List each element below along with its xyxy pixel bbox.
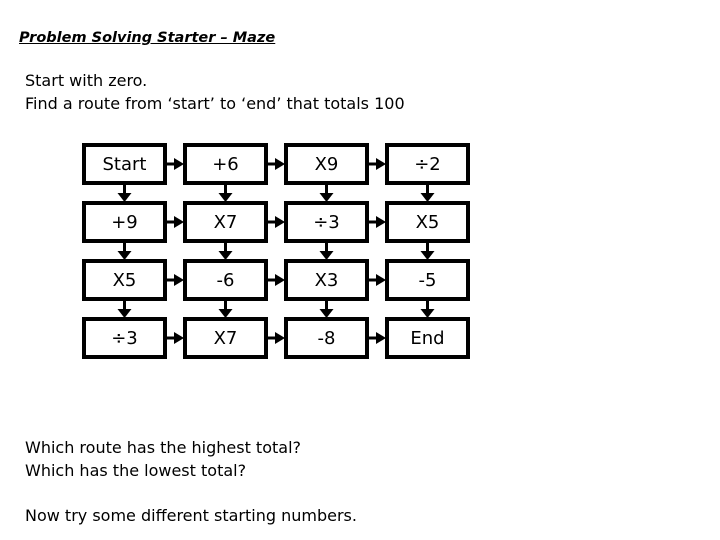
maze-cell-r2-c2: X7 [183,201,268,243]
arrow-right-head [275,216,285,228]
maze-cell-r1-c4: ÷2 [385,143,470,185]
maze-cell-r2-c3: ÷3 [284,201,369,243]
arrow-right-head [376,332,386,344]
arrow-down-head [117,251,132,260]
arrow-down-head [117,193,132,202]
instruction-line-2: Find a route from ‘start’ to ‘end’ that … [25,94,405,113]
arrow-right-head [174,158,184,170]
arrow-down-head [420,251,435,260]
arrow-down-head [420,309,435,318]
arrow-right-head [376,216,386,228]
arrow-right-head [275,158,285,170]
arrow-right-head [275,332,285,344]
arrow-down-head [420,193,435,202]
arrow-right-head [174,274,184,286]
questions: Which route has the highest total? Which… [25,436,301,482]
arrow-right-head [376,158,386,170]
maze-cell-r3-c1: X5 [82,259,167,301]
maze-cell-r4-c3: -8 [284,317,369,359]
instruction-line-1: Start with zero. [25,71,148,90]
maze-cell-r3-c4: -5 [385,259,470,301]
page-title: Problem Solving Starter – Maze [19,30,276,46]
maze-cell-r4-c1: ÷3 [82,317,167,359]
arrow-down-head [218,251,233,260]
maze-cell-r1-c3: X9 [284,143,369,185]
maze-cell-r2-c1: +9 [82,201,167,243]
maze-cell-r3-c2: -6 [183,259,268,301]
instructions: Start with zero. Find a route from ‘star… [25,69,405,115]
arrow-right-head [174,216,184,228]
question-highest: Which route has the highest total? [25,438,301,457]
arrow-down-head [319,309,334,318]
maze-cell-r2-c4: X5 [385,201,470,243]
maze-cell-r4-c4: End [385,317,470,359]
maze-cell-r4-c2: X7 [183,317,268,359]
arrow-right-head [376,274,386,286]
arrow-down-head [218,193,233,202]
question-lowest: Which has the lowest total? [25,461,247,480]
arrow-right-head [174,332,184,344]
arrow-down-head [117,309,132,318]
arrow-right-head [275,274,285,286]
arrow-down-head [319,193,334,202]
maze-cell-r3-c3: X3 [284,259,369,301]
arrow-down-head [319,251,334,260]
arrow-down-head [218,309,233,318]
question-starting-numbers: Now try some different starting numbers. [25,506,357,525]
maze-cell-r1-c1: Start [82,143,167,185]
maze-cell-r1-c2: +6 [183,143,268,185]
